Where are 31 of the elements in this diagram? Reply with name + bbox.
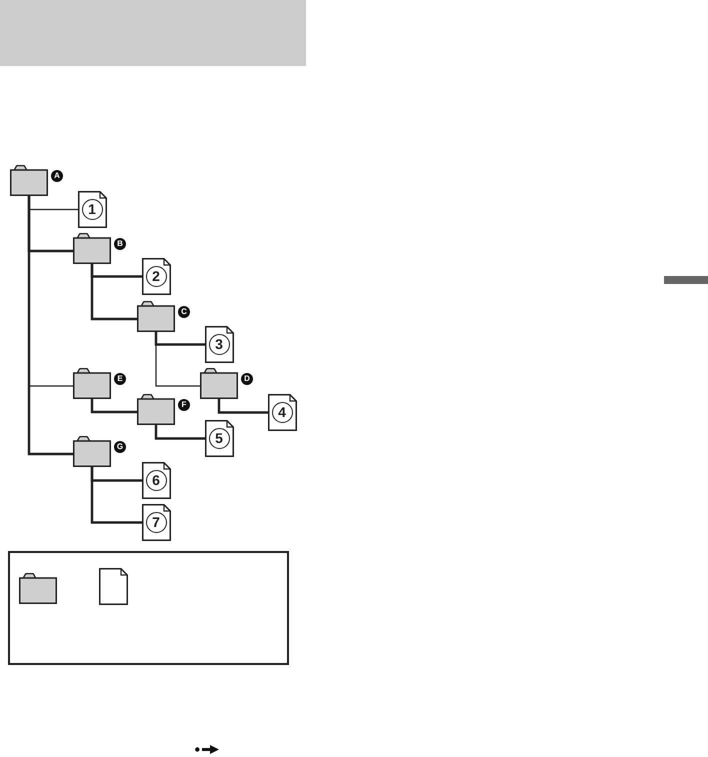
folder-icon — [137, 301, 175, 332]
connector-line — [154, 332, 205, 346]
file-page — [78, 191, 107, 228]
connector-line — [90, 264, 137, 320]
folder-letter: F — [178, 399, 190, 411]
file-icon — [98, 568, 128, 604]
file-page — [142, 258, 171, 295]
folder-icon — [200, 368, 238, 399]
file-page — [205, 420, 234, 457]
folder-letter: B — [114, 238, 126, 250]
folder-icon — [73, 233, 111, 264]
folder-icon — [10, 165, 48, 196]
legend-box — [8, 551, 289, 665]
folder-letter: A — [51, 170, 63, 182]
file-page — [205, 326, 234, 363]
folder-letter: E — [114, 373, 126, 385]
folder-letter: G — [114, 441, 126, 453]
folder-icon — [137, 394, 175, 425]
folder-icon — [73, 436, 111, 467]
folder-letter: C — [178, 306, 190, 318]
connector-line — [90, 399, 137, 414]
connector-line — [90, 467, 142, 524]
connector-line — [154, 425, 205, 440]
connector-line — [28, 196, 73, 456]
file-page — [142, 462, 171, 499]
connector-line — [218, 399, 268, 414]
folder-icon — [73, 368, 111, 399]
file-page — [142, 504, 171, 541]
file-page — [268, 394, 297, 431]
folder-letter: D — [241, 373, 253, 385]
folder-icon — [18, 572, 56, 604]
